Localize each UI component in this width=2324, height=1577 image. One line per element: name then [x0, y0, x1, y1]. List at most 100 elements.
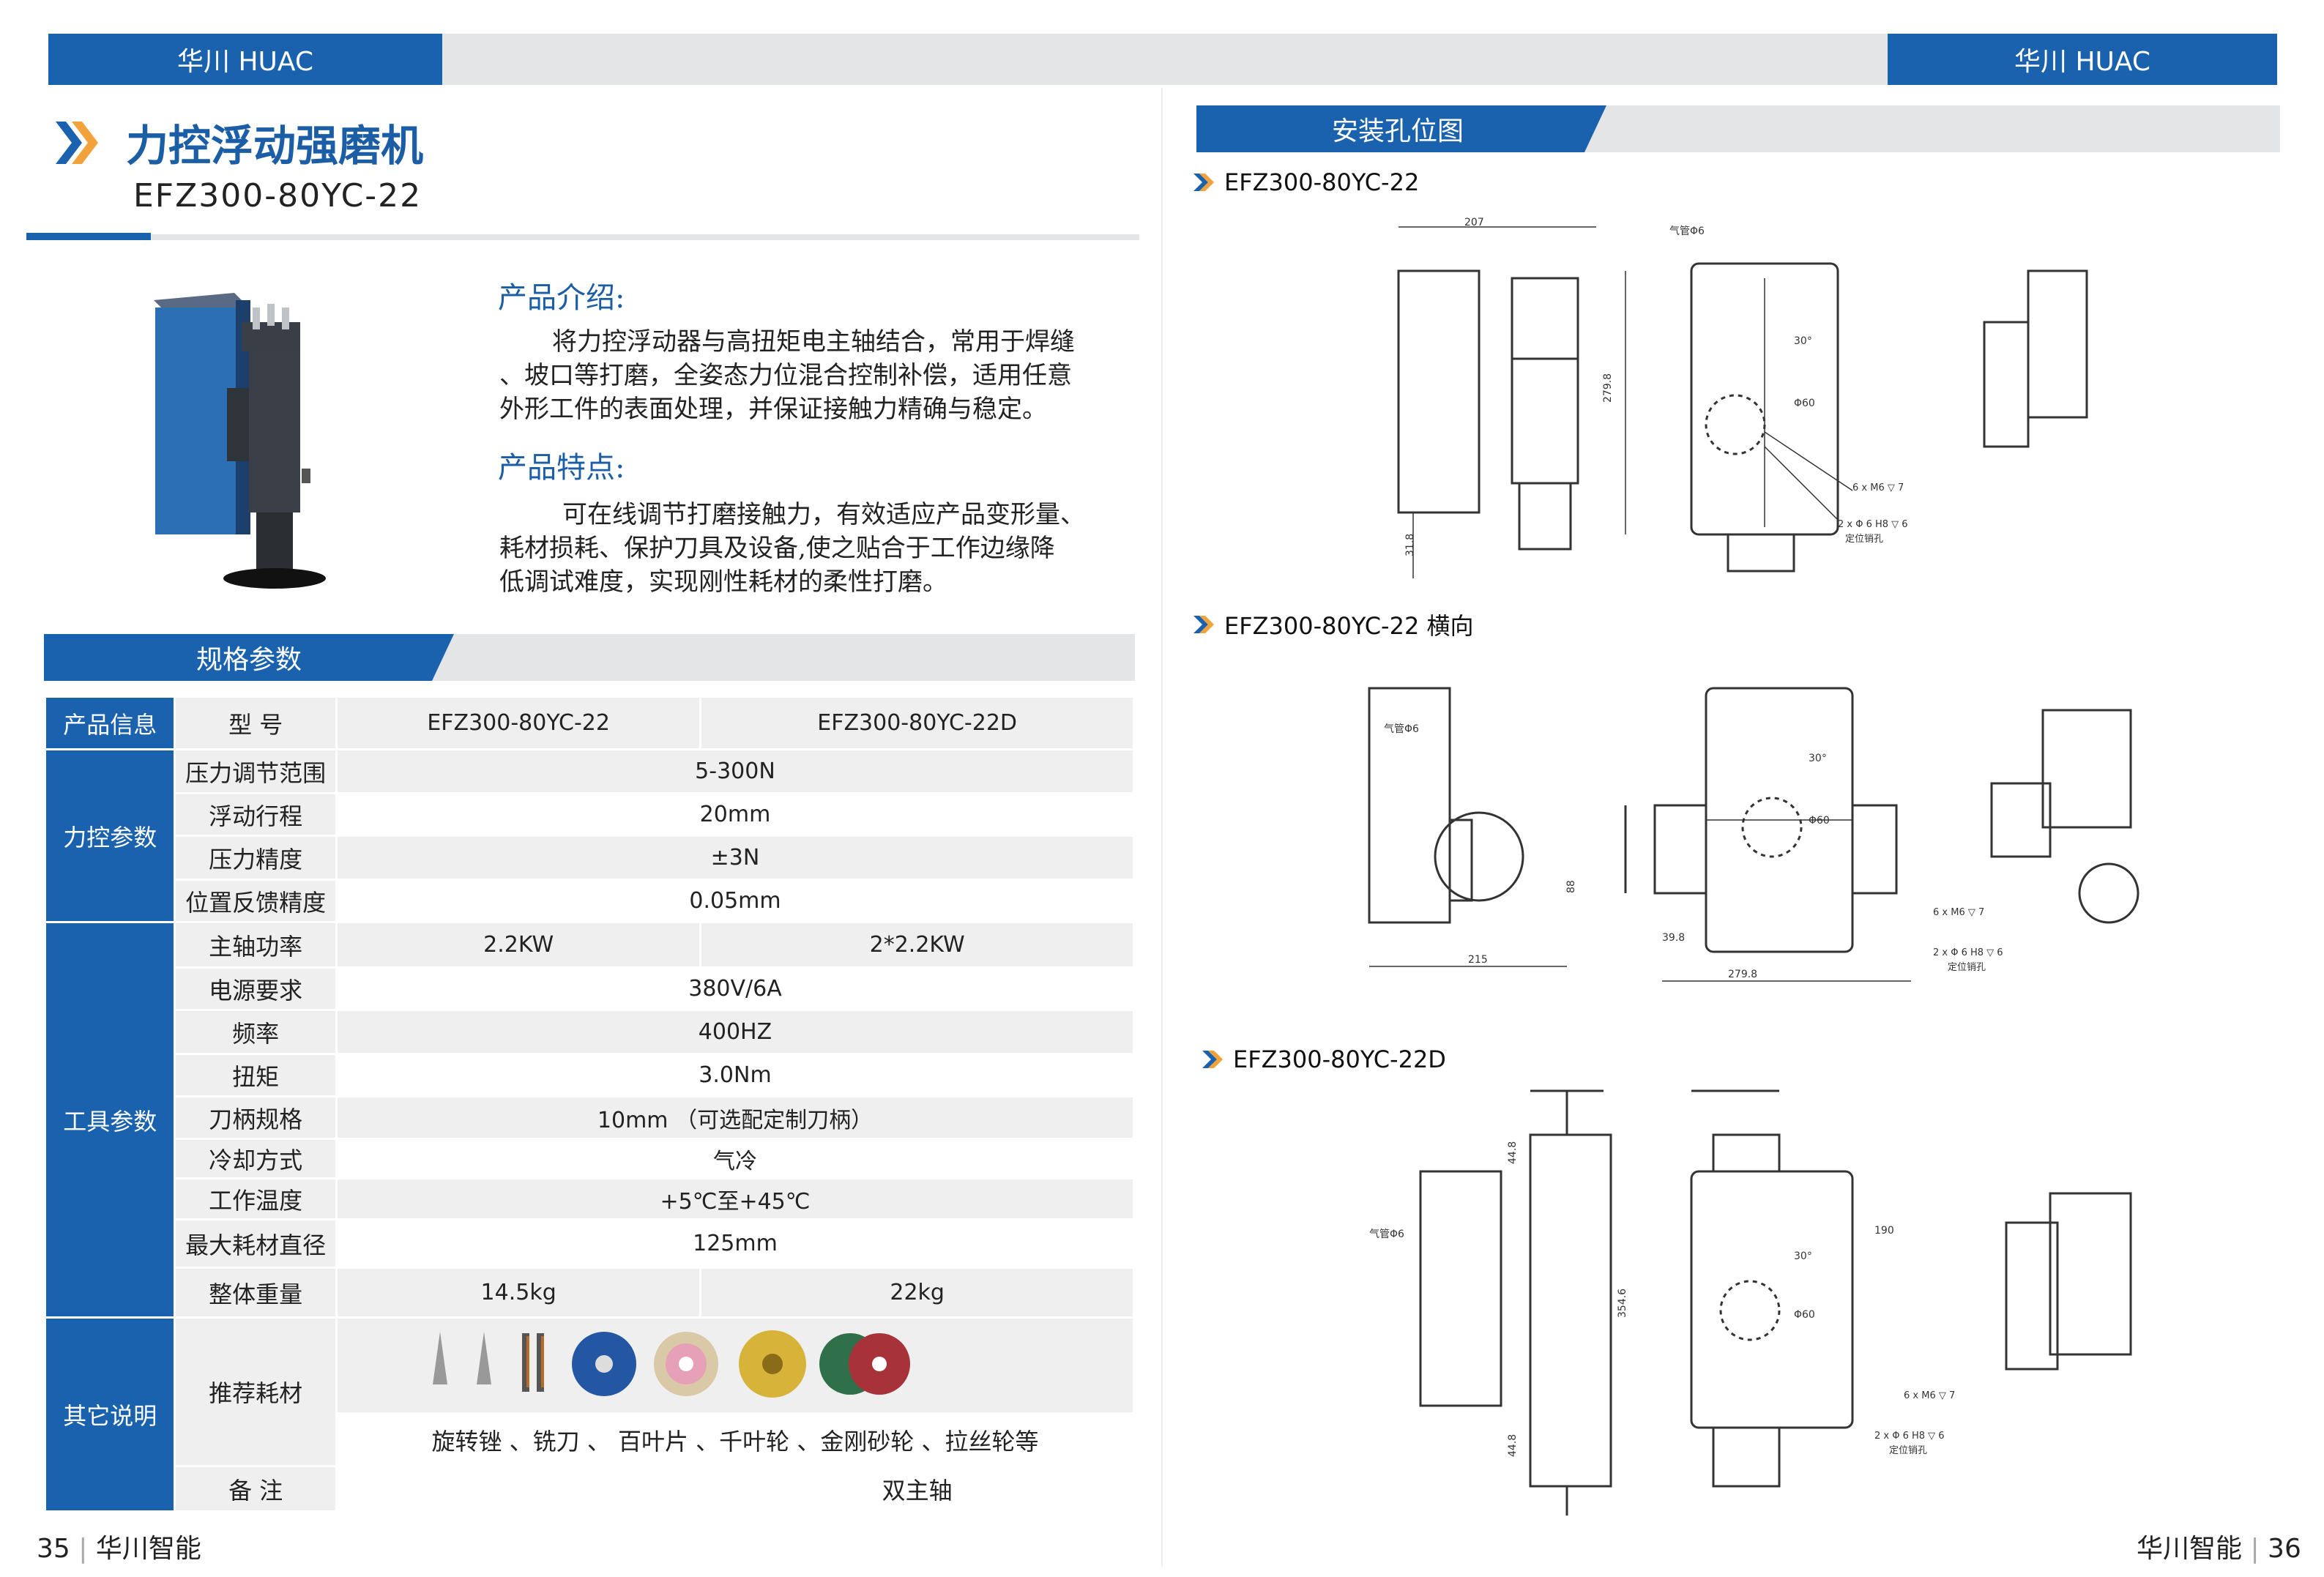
- row-label: 频率: [174, 1009, 338, 1055]
- dim-text: 44.8: [1507, 1141, 1519, 1164]
- table-row: 其它说明 推荐耗材: [43, 1316, 1136, 1513]
- drawing-title-text: EFZ300-80YC-22 横向: [1224, 612, 1474, 640]
- row-value: 400HZ: [335, 1009, 1136, 1055]
- dim-text: 气管Φ6: [1369, 1229, 1404, 1240]
- row-label: 型 号: [174, 696, 338, 750]
- row-label: 推荐耗材: [174, 1316, 338, 1467]
- cat-other: 其它说明: [43, 1316, 176, 1513]
- dim-text: Φ60: [1809, 815, 1830, 827]
- dim-text: 2 x Φ 6 H8 ▽ 6: [1838, 519, 1908, 530]
- drawing-1: 207 279.8 31.8 气管Φ6 30° Φ60 6 x M6 ▽ 7 2…: [1397, 217, 2088, 578]
- table-row: 最大耗材直径 125mm: [45, 1218, 1136, 1269]
- dim-text: 207: [1464, 217, 1484, 228]
- dim-text: Φ60: [1794, 1309, 1815, 1321]
- dim-text: 定位销孔: [1845, 534, 1883, 545]
- row-label: 主轴功率: [174, 921, 338, 969]
- intro-line: 将力控浮动器与高扭矩电主轴结合，常用于焊缝: [552, 327, 1075, 357]
- row-value: 2.2KW: [335, 921, 702, 969]
- intro-text: 将力控浮动器与高扭矩电主轴结合，常用于焊缝 、坡口等打磨，全姿态力位混合控制补偿…: [499, 325, 1144, 426]
- remark-value: 双主轴: [699, 1465, 1135, 1513]
- dim-text: 30°: [1794, 1250, 1812, 1262]
- dim-text: 定位销孔: [1889, 1445, 1927, 1456]
- title-divider-accent: [26, 233, 151, 240]
- dim-text: 44.8: [1507, 1434, 1519, 1457]
- dim-text: 30°: [1794, 335, 1812, 347]
- dim-text: 气管Φ6: [1384, 723, 1419, 735]
- features-line: 低调试难度，实现刚性耗材的柔性打磨。: [499, 567, 947, 597]
- cat-force: 力控参数: [43, 748, 176, 923]
- drawing-title-text: EFZ300-80YC-22D: [1233, 1045, 1446, 1073]
- title-divider: [26, 234, 1139, 240]
- model-col-2: EFZ300-80YC-22D: [699, 696, 1135, 750]
- row-label: 冷却方式: [174, 1138, 338, 1179]
- drawing-3: 气管Φ6 44.8 354.6 44.8 190 30° Φ60 6 x M6 …: [1369, 1089, 2132, 1516]
- row-value: +5℃至+45℃: [335, 1177, 1136, 1220]
- dim-text: 354.6: [1617, 1289, 1628, 1318]
- row-value: 0.05mm: [335, 879, 1136, 923]
- row-label: 电源要求: [174, 966, 338, 1011]
- drawing-title-1: EFZ300-80YC-22: [1192, 168, 1419, 196]
- footer-brand: 华川智能: [2137, 1534, 2243, 1564]
- cat-tool: 工具参数: [43, 921, 176, 1319]
- dim-text: 215: [1468, 954, 1488, 966]
- drawing-title-3: EFZ300-80YC-22D: [1201, 1045, 1446, 1073]
- page-number: 36: [2268, 1534, 2301, 1564]
- table-row: 工作温度 +5℃至+45℃: [45, 1177, 1136, 1220]
- chevron-icon: [56, 122, 98, 164]
- page-number: 35: [37, 1534, 70, 1564]
- table-row: 备 注 双主轴: [45, 1465, 1135, 1513]
- drawing-title-text: EFZ300-80YC-22: [1224, 168, 1420, 196]
- dim-text: 39.8: [1662, 932, 1685, 944]
- spec-table: 产品信息 型 号 EFZ300-80YC-22 EFZ300-80YC-22D …: [43, 696, 1136, 1513]
- dim-text: 88: [1565, 880, 1577, 893]
- dim-text: 279.8: [1728, 969, 1757, 980]
- row-value: 10mm （可选配定制刀柄）: [335, 1095, 1136, 1140]
- row-label: 浮动行程: [174, 792, 338, 837]
- remark-blank: [335, 1465, 702, 1513]
- table-row: 频率 400HZ: [45, 1009, 1136, 1055]
- row-value: 2*2.2KW: [699, 921, 1135, 969]
- row-label: 压力精度: [174, 835, 338, 881]
- dim-text: 气管Φ6: [1669, 225, 1705, 237]
- footer-left: 35 | 华川智能: [37, 1534, 201, 1564]
- dim-text: 30°: [1809, 753, 1827, 764]
- table-row: 整体重量 14.5kg 22kg: [45, 1267, 1135, 1319]
- consumables-icon: [432, 1330, 910, 1398]
- table-row: 力控参数 压力调节范围 5-300N: [43, 748, 1136, 923]
- dim-text: 6 x M6 ▽ 7: [1852, 482, 1904, 493]
- header-brand-left: 华川 HUAC: [48, 34, 442, 85]
- intro-line: 、坡口等打磨，全姿态力位混合控制补偿，适用任意: [499, 361, 1072, 390]
- table-row: 压力精度 ±3N: [45, 835, 1136, 881]
- row-value: 3.0Nm: [335, 1053, 1136, 1097]
- table-row: 冷却方式 气冷: [45, 1138, 1136, 1179]
- consumables-text: 旋转锉 、铣刀 、 百叶片 、千叶轮 、金刚砂轮 、拉丝轮等: [335, 1412, 1136, 1467]
- footer-right: 华川智能 | 36: [2137, 1534, 2301, 1564]
- row-value: ±3N: [335, 835, 1136, 881]
- drawing-title-2: EFZ300-80YC-22 横向: [1192, 608, 1473, 641]
- row-label: 位置反馈精度: [174, 879, 338, 923]
- model-col-1: EFZ300-80YC-22: [335, 696, 702, 750]
- dim-text: 190: [1874, 1225, 1894, 1237]
- dim-text: 2 x Φ 6 H8 ▽ 6: [1874, 1431, 1945, 1442]
- footer-brand: 华川智能: [95, 1534, 201, 1564]
- table-row: 扭矩 3.0Nm: [45, 1053, 1136, 1097]
- page-fold: [1161, 88, 1163, 1567]
- features-line: 可在线调节打磨接触力，有效适应产品变形量、: [562, 500, 1085, 529]
- spec-heading-bar: [44, 634, 1135, 681]
- spec-heading: 规格参数: [195, 645, 302, 675]
- product-model: EFZ300-80YC-22: [133, 177, 422, 215]
- row-value: 125mm: [335, 1218, 1136, 1269]
- row-value: 14.5kg: [335, 1267, 702, 1319]
- chevron-icon: [1202, 1051, 1223, 1068]
- header-brand-right: 华川 HUAC: [1888, 34, 2277, 85]
- row-value: 气冷: [335, 1138, 1136, 1179]
- drawing-2: 气管Φ6 215 279.8 39.8 88 30° Φ60 6 x M6 ▽ …: [1368, 687, 2139, 982]
- row-label: 压力调节范围: [174, 748, 338, 794]
- consumables-images: [335, 1316, 1136, 1414]
- row-label: 扭矩: [174, 1053, 338, 1097]
- dim-text: 6 x M6 ▽ 7: [1904, 1390, 1955, 1401]
- install-heading: 安装孔位图: [1331, 116, 1464, 146]
- product-title: 力控浮动强磨机: [126, 121, 424, 171]
- dim-text: 6 x M6 ▽ 7: [1933, 907, 1984, 918]
